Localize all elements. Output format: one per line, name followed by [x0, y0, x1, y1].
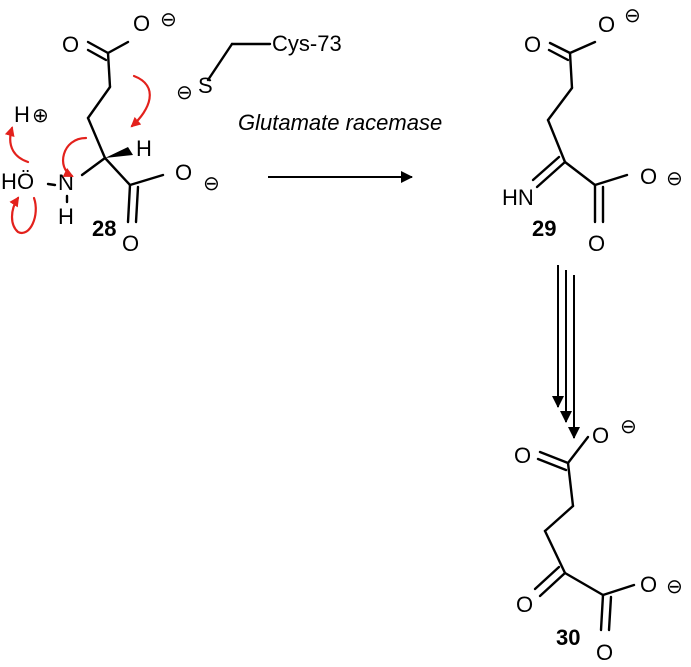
atom-O-top-right-29: O: [598, 12, 615, 37]
compound-number-29: 29: [532, 216, 556, 241]
charge-carboxy-28: ⊖: [203, 171, 220, 195]
atom-S-thiolate: S: [198, 73, 213, 98]
charge-top-30: ⊖: [620, 414, 637, 438]
atom-H-alpha-28: H: [136, 136, 152, 161]
atom-H-proton: H: [14, 102, 30, 127]
curly-arrow-thiolate: [130, 74, 151, 128]
compound-30: O O ⊖ O O ⊖ O 30: [514, 414, 683, 665]
charge-top-29: ⊖: [624, 3, 641, 27]
atom-O-top-right-28: O: [133, 11, 150, 36]
atom-O-top-30: O: [514, 443, 531, 468]
charge-proton: ⊕: [32, 103, 49, 127]
atom-H-hydroxyl: H: [1, 169, 17, 194]
curly-arrow-lone-pair: [9, 196, 37, 235]
atom-O-carbonyl-29: O: [588, 231, 605, 256]
atom-O-carboxy-28: O: [175, 160, 192, 185]
atom-O-carboxy-30: O: [640, 572, 657, 597]
cys-73-label: Cys-73: [272, 31, 342, 56]
curly-arrow-ch-bond: [62, 136, 88, 178]
atom-O-hydroxyl: Ö: [17, 169, 34, 194]
atom-HN-29: HN: [502, 185, 534, 210]
enzyme-label: Glutamate racemase: [238, 110, 442, 135]
multistep-arrows: [552, 265, 580, 439]
curly-arrow-oh-bond: [4, 126, 30, 164]
charge-carboxy-30: ⊖: [666, 574, 683, 598]
charge-top-28: ⊖: [160, 7, 177, 31]
atom-O-ketone-30: O: [516, 592, 533, 617]
charge-thiolate: ⊖: [176, 80, 193, 104]
electron-push-arrows: [4, 74, 151, 235]
atom-N-28: N: [58, 170, 74, 195]
atom-O-carbonyl-30: O: [596, 640, 613, 665]
atom-O-top-29: O: [524, 32, 541, 57]
atom-H-amine-28: H: [58, 204, 74, 229]
wedge-bond: [105, 147, 133, 158]
compound-number-30: 30: [556, 625, 580, 650]
compound-29: O O ⊖ HN O ⊖ O 29: [502, 3, 683, 256]
compound-28: O O ⊖ H O ⊖ O H ⊕ H Ö N H 28: [1, 7, 220, 256]
cysteine-thiolate: ⊖ S Cys-73: [176, 31, 342, 104]
charge-carboxy-29: ⊖: [666, 166, 683, 190]
compound-number-28: 28: [92, 216, 116, 241]
reaction-arrow: Glutamate racemase: [238, 110, 442, 183]
atom-O-top-right-30: O: [592, 423, 609, 448]
atom-O-carbonyl-28: O: [122, 231, 139, 256]
atom-O-carboxy-29: O: [640, 164, 657, 189]
atom-O-top-28: O: [62, 32, 79, 57]
